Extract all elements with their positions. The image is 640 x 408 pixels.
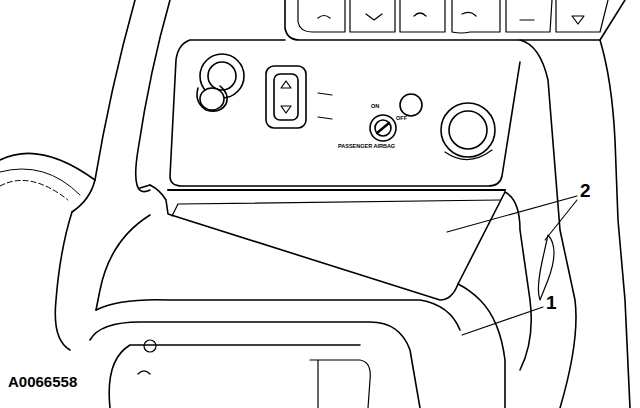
callout-number: 1 [546,293,557,312]
hazard-switch [266,66,332,128]
cigar-lighter [197,54,244,111]
panel-legend: PASSENGER AIRBAG [338,144,395,150]
panel-legend: ON [371,104,379,110]
shifter-opening [90,322,420,408]
panel-legend: OFF [396,116,407,122]
leader-lines [447,196,577,335]
figure-code: A0066558 [8,374,77,389]
airbag-key-switch [370,94,422,141]
climate-buttons [298,0,608,33]
callout-number: 2 [580,181,591,200]
button-strip [285,0,625,40]
switch-panel [170,40,520,186]
power-point [441,103,495,160]
storage-bin [140,185,505,300]
